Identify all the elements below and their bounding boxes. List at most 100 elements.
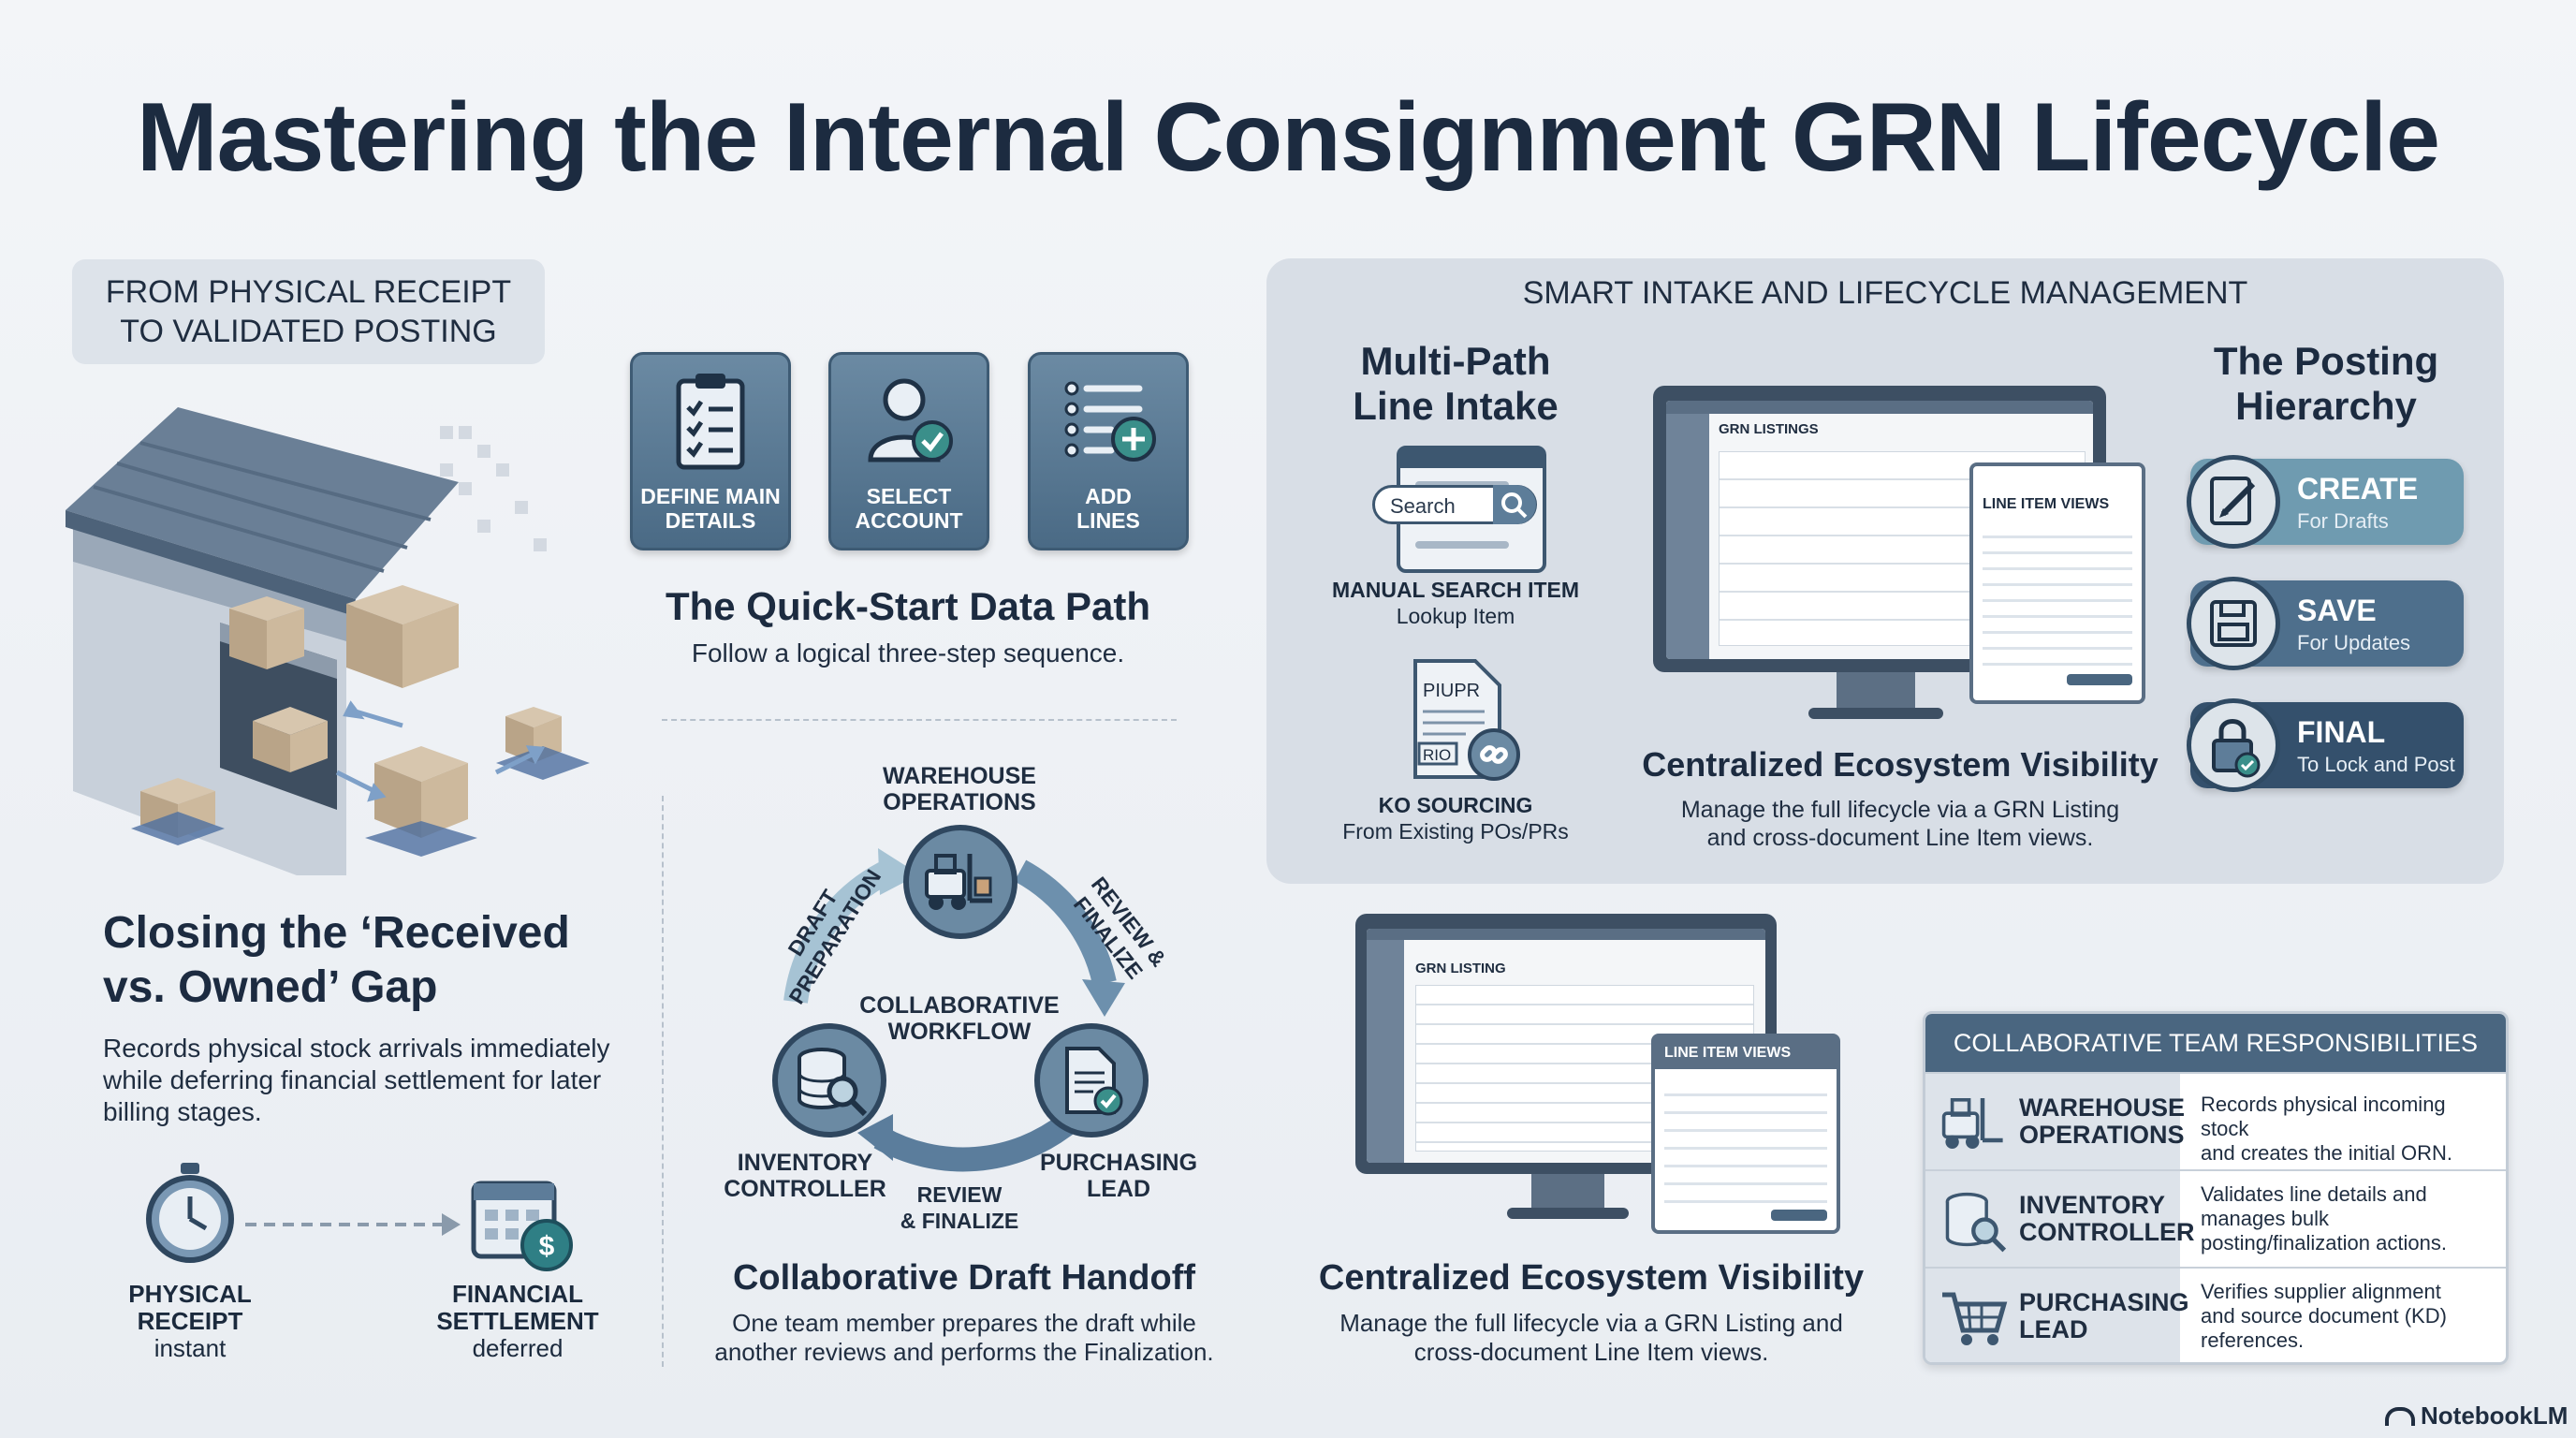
monitor-stand bbox=[1837, 672, 1915, 710]
doc-code1: PIUPR bbox=[1423, 681, 1480, 701]
posting-heading: The Posting Hierarchy bbox=[2181, 339, 2471, 429]
eco-sub-lower: Manage the full lifecycle via a GRN List… bbox=[1292, 1309, 1891, 1367]
row2-d3: posting/finalization actions. bbox=[2201, 1231, 2447, 1255]
multipath-line1: Multi-Path bbox=[1360, 339, 1551, 383]
monitor-base-lower bbox=[1507, 1208, 1629, 1219]
receipt-line1: PHYSICAL bbox=[128, 1280, 252, 1308]
row3-line2: LEAD bbox=[2019, 1315, 2088, 1343]
doc-code2: RIO bbox=[1423, 746, 1451, 764]
responsibilities-table: COLLABORATIVE TEAM RESPONSIBILITIES WARE… bbox=[1923, 1011, 2509, 1365]
padlock-icon bbox=[2212, 719, 2261, 778]
create-sub: For Drafts bbox=[2297, 509, 2389, 533]
workflow-sub: One team member prepares the draft while… bbox=[665, 1309, 1264, 1367]
final-title: FINAL bbox=[2297, 715, 2386, 749]
left-heading-line1: Closing the ‘Received bbox=[103, 908, 570, 958]
row2-d2: manages bulk bbox=[2201, 1207, 2329, 1230]
workflow-sub-line2: another reviews and performs the Finaliz… bbox=[714, 1338, 1214, 1366]
search-icon[interactable] bbox=[1493, 485, 1536, 524]
step2-line2: ACCOUNT bbox=[855, 508, 963, 533]
svg-text:$: $ bbox=[539, 1231, 555, 1262]
pill-circle bbox=[2187, 455, 2280, 549]
database-search-icon bbox=[798, 1048, 868, 1117]
left-badge: FROM PHYSICAL RECEIPT TO VALIDATED POSTI… bbox=[72, 259, 545, 364]
floppy-disk-icon bbox=[2210, 600, 2257, 647]
user-check-icon bbox=[868, 378, 953, 462]
database-search-icon bbox=[1945, 1192, 2007, 1253]
row1-d1: Records physical incoming stock bbox=[2201, 1093, 2446, 1140]
settle-line2: SETTLEMENT bbox=[436, 1307, 599, 1335]
search-input[interactable]: Search bbox=[1372, 485, 1537, 524]
workflow-heading: Collaborative Draft Handoff bbox=[732, 1258, 1196, 1298]
monitor-base bbox=[1808, 708, 1943, 719]
ko-sourcing-label: KO SOURCING From Existing POs/PRs bbox=[1310, 792, 1601, 844]
row2-d1: Validates line details and bbox=[2201, 1182, 2427, 1206]
node-purchasing-label: PURCHASING LEAD bbox=[1020, 1150, 1217, 1202]
save-button[interactable]: SAVE For Updates bbox=[2187, 577, 2464, 670]
left-body: Records physical stock arrivals immediat… bbox=[103, 1033, 610, 1128]
step3-line1: ADD bbox=[1085, 484, 1132, 508]
settle-line1: FINANCIAL bbox=[451, 1280, 584, 1308]
financial-settlement-label: FINANCIAL SETTLEMENT deferred bbox=[412, 1281, 623, 1362]
left-body-line1: Records physical stock arrivals immediat… bbox=[103, 1034, 610, 1063]
pencil-note-icon bbox=[2210, 477, 2256, 525]
horizontal-divider bbox=[662, 719, 1177, 721]
manual-search-label: MANUAL SEARCH ITEM Lookup Item bbox=[1310, 577, 1601, 629]
step3-line2: LINES bbox=[1076, 508, 1140, 533]
search-placeholder: Search bbox=[1390, 494, 1456, 518]
shopping-cart-icon bbox=[1942, 1292, 2008, 1345]
node-left-line2: CONTROLLER bbox=[724, 1176, 886, 1202]
eco-sub-line2: and cross-document Line Item views. bbox=[1706, 825, 2094, 851]
vertical-divider bbox=[662, 796, 664, 1367]
step-define-main-details[interactable]: DEFINE MAIN DETAILS bbox=[630, 352, 791, 550]
eco-sub-upper: Manage the full lifecycle via a GRN List… bbox=[1601, 796, 2200, 852]
node-right-line2: LEAD bbox=[1086, 1176, 1151, 1202]
node-warehouse-label: WAREHOUSE OPERATIONS bbox=[842, 763, 1076, 815]
left-body-line3: billing stages. bbox=[103, 1097, 262, 1126]
grn-listing-title: GRN LISTING bbox=[1415, 961, 1506, 976]
step-select-account[interactable]: SELECT ACCOUNT bbox=[828, 352, 989, 550]
clipboard-checklist-icon bbox=[676, 374, 745, 470]
row3-d2: and source document (KD) bbox=[2201, 1304, 2447, 1328]
receipt-sub: instant bbox=[154, 1334, 227, 1362]
monitor-stand-lower bbox=[1531, 1174, 1604, 1211]
step-add-lines[interactable]: ADD LINES bbox=[1028, 352, 1189, 550]
brand-watermark: NotebookLM bbox=[2385, 1401, 2568, 1431]
responsibilities-title: COLLABORATIVE TEAM RESPONSIBILITIES bbox=[1925, 1014, 2506, 1072]
physical-receipt-label: PHYSICAL RECEIPT instant bbox=[94, 1281, 286, 1362]
row3-line1: PURCHASING bbox=[2019, 1288, 2189, 1316]
lower-sub-line2: cross-document Line Item views. bbox=[1413, 1338, 1769, 1366]
quickstart-heading: The Quick-Start Data Path bbox=[665, 584, 1151, 628]
row3-d1: Verifies supplier alignment bbox=[2201, 1280, 2441, 1303]
smart-panel-title: SMART INTAKE AND LIFECYCLE MANAGEMENT bbox=[1522, 275, 2248, 311]
list-add-icon bbox=[1064, 381, 1156, 462]
left-badge-line2: TO VALIDATED POSTING bbox=[120, 314, 497, 349]
source-document-link-icon: PIUPR RIO bbox=[1413, 659, 1520, 781]
posting-line1: The Posting bbox=[2213, 339, 2439, 383]
multipath-line2: Line Intake bbox=[1353, 384, 1559, 428]
ko-sub: From Existing POs/PRs bbox=[1342, 819, 1569, 844]
receipt-line2: RECEIPT bbox=[137, 1307, 243, 1335]
center-line1: COLLABORATIVE bbox=[859, 992, 1060, 1019]
page-title: Mastering the Internal Consignment GRN L… bbox=[137, 83, 2440, 192]
row1-d2: and creates the initial ORN. bbox=[2201, 1141, 2453, 1165]
eco-sub-line1: Manage the full lifecycle via a GRN List… bbox=[1680, 797, 2120, 823]
pill-circle bbox=[2187, 698, 2280, 792]
step-label: SELECT ACCOUNT bbox=[831, 484, 987, 533]
step-label: ADD LINES bbox=[1031, 484, 1186, 533]
create-button[interactable]: CREATE For Drafts bbox=[2187, 455, 2464, 549]
row1-line2: OPERATIONS bbox=[2019, 1121, 2185, 1149]
final-button[interactable]: FINAL To Lock and Post bbox=[2187, 698, 2464, 792]
line-item-views-panel: LINE ITEM VIEWS bbox=[1969, 462, 2145, 704]
manual-title: MANUAL SEARCH ITEM bbox=[1331, 578, 1580, 602]
dashed-arrow bbox=[245, 1213, 461, 1236]
center-line2: WORKFLOW bbox=[887, 1019, 1032, 1045]
warehouse-illustration bbox=[66, 407, 590, 875]
multipath-heading: Multi-Path Line Intake bbox=[1329, 339, 1582, 429]
